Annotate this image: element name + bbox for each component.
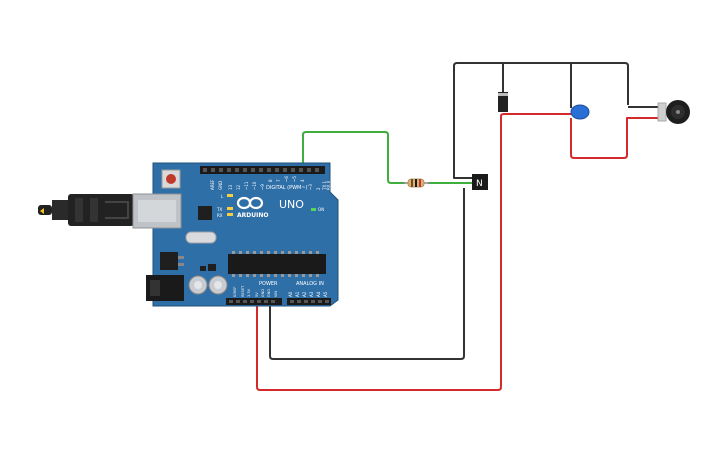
analog-pin-label: A1 — [295, 291, 300, 297]
digital-pin-label: ~6 — [284, 176, 289, 182]
transistor-body — [472, 174, 488, 190]
on-label: ON — [318, 207, 324, 212]
l-label: L — [221, 194, 224, 199]
status-leds — [227, 194, 233, 216]
brand-label: ARDUINO — [237, 212, 268, 219]
rx-label: RX — [217, 213, 223, 218]
wire-ground-emitter[interactable] — [269, 188, 465, 360]
wire-signal[interactable] — [302, 131, 405, 184]
analog-pin-label: A4 — [316, 291, 321, 297]
digital-pin-label: ~3 — [308, 184, 313, 190]
diode[interactable] — [498, 92, 508, 112]
power-label: POWER — [259, 281, 278, 287]
motor-terminal — [657, 102, 667, 122]
power-pin-label: GND — [261, 289, 265, 297]
cable-strain-relief — [38, 205, 52, 215]
voltage-regulator — [160, 252, 178, 270]
analog-pin-label: A2 — [302, 291, 307, 297]
analog-label: ANALOG IN — [296, 281, 324, 287]
analog-pin-labels: A0 A1 A2 A3 A4 A5 — [288, 291, 328, 297]
motor-shaft — [676, 110, 680, 114]
smd-component — [208, 264, 216, 271]
digital-pin-label: 2 — [316, 187, 321, 190]
arduino-uno-board[interactable]: AREF GND 13 12 ~11 ~10 ~9 8 7 ~6 ~5 4 ~3… — [132, 162, 339, 307]
dc-motor[interactable] — [657, 100, 690, 124]
digital-label: DIGITAL (PWM~) — [266, 185, 308, 191]
digital-pin-label: AREF — [210, 179, 215, 190]
bottom-header-pins — [229, 300, 329, 303]
digital-pin-labels: AREF GND 13 12 ~11 ~10 ~9 8 7 ~6 ~5 4 ~3… — [210, 176, 331, 191]
power-pin-label: 5V — [255, 292, 259, 297]
crystal — [185, 231, 217, 244]
analog-pin-label: A5 — [323, 291, 328, 297]
on-led — [311, 208, 316, 211]
power-pin-labels: IOREF RESET 3.3V 5V GND GND VIN — [233, 285, 278, 297]
digital-pin-label: ~5 — [292, 176, 297, 182]
cable-tip — [40, 208, 44, 214]
wire-power-5v[interactable] — [256, 113, 579, 391]
chip-pins — [232, 251, 319, 277]
wire-ground-collector[interactable] — [453, 62, 629, 179]
digital-pin-label: RX 0 — [326, 180, 331, 190]
usb-chip — [198, 206, 212, 220]
power-pin-label: RESET — [241, 285, 245, 297]
digital-pin-label: TX 1 — [322, 181, 327, 191]
reset-button-cap — [166, 174, 176, 184]
cable-boot — [52, 200, 70, 220]
analog-pin-label: A3 — [309, 291, 314, 297]
digital-pin-label: 4 — [300, 179, 305, 182]
capacitor[interactable] — [570, 104, 590, 120]
transistor-label: N — [476, 179, 483, 189]
wires — [256, 62, 660, 391]
diode-cathode-band — [498, 93, 508, 96]
digital-pin-label: ~9 — [260, 184, 265, 190]
tx-label: TX — [216, 207, 222, 212]
analog-header — [287, 298, 331, 305]
power-pin-label: IOREF — [233, 287, 237, 297]
npn-transistor[interactable]: N — [472, 174, 488, 190]
digital-pin-label: ~10 — [252, 181, 257, 190]
capacitor-body — [570, 104, 590, 120]
analog-pin-label: A0 — [288, 291, 293, 297]
power-pin-label: 3.3V — [247, 288, 251, 297]
power-pin-label: GND — [267, 289, 271, 297]
atmega-chip — [228, 254, 326, 274]
power-pin-label: VIN — [274, 291, 278, 297]
arduino-logo — [236, 196, 264, 210]
digital-pin-label: ~11 — [244, 181, 249, 190]
model-label: UNO — [279, 198, 304, 211]
diode-body — [498, 92, 508, 112]
usb-cable[interactable] — [38, 194, 134, 226]
digital-pin-label: 8 — [268, 179, 273, 182]
digital-pin-label: GND — [218, 181, 223, 190]
wire-power-motor[interactable] — [570, 117, 660, 159]
resistor[interactable] — [403, 178, 430, 188]
digital-pin-label: 7 — [276, 179, 281, 182]
digital-header-pins — [203, 168, 319, 172]
digital-pin-label: 13 — [228, 184, 233, 190]
smd-component — [200, 266, 206, 271]
digital-pin-label: 12 — [236, 184, 241, 190]
